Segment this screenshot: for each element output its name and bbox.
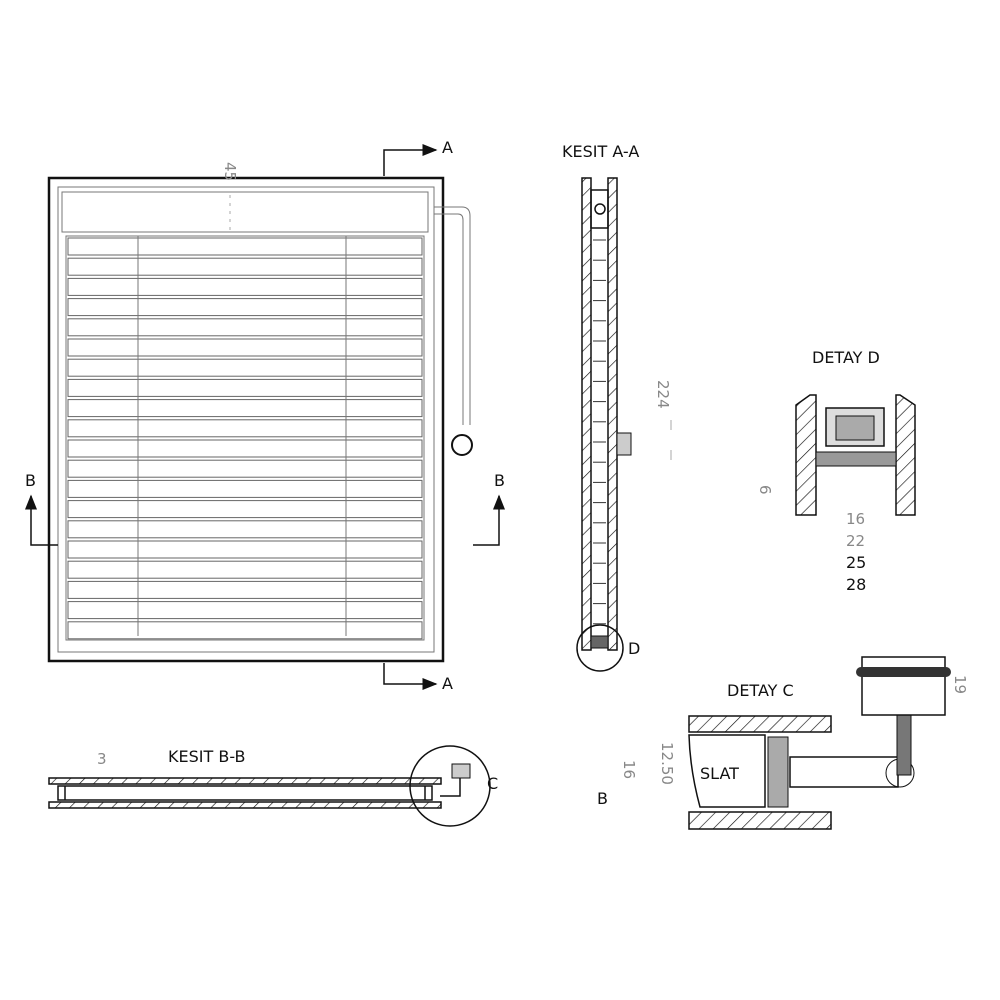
dim-c-outer: 16 [620,760,638,779]
slat [67,459,423,478]
dim-d-w1: 16 [846,510,865,528]
dim-header: 45 [221,162,239,181]
detail-c-b-label: B [597,789,608,808]
detail-d-marker: D [628,639,640,658]
slat [67,560,423,579]
slat [67,540,423,559]
slat [67,621,423,640]
slat [67,257,423,276]
dim-d-height: 6 [756,485,774,495]
slat [67,378,423,397]
slat-label: SLAT [700,764,739,783]
dim-d-w2: 22 [846,532,865,550]
section-b-label-right: B [494,471,505,490]
detail-c-marker: C [487,774,498,793]
front-view: 45 [47,162,473,663]
section-b-label-left: B [25,471,36,490]
slat [67,318,423,337]
slat [67,500,423,519]
dim-c-inner: 12.50 [658,742,676,785]
section-bb: KESIT B-B 3 C [48,745,498,827]
detail-c-title: DETAY C [727,681,794,700]
slat [67,338,423,357]
dim-c-knob: 19 [951,675,969,694]
slat [67,601,423,620]
slat [67,358,423,377]
section-aa: KESIT A-A D 224 [562,142,672,672]
slat [67,580,423,599]
slat [67,277,423,296]
section-arrows: A A B B [25,138,505,693]
slat [67,419,423,438]
detail-d-title: DETAY D [812,348,880,367]
slats [67,237,423,640]
section-aa-title: KESIT A-A [562,142,639,161]
slat [67,479,423,498]
section-bb-title: KESIT B-B [168,747,246,766]
slat [67,439,423,458]
dim-d-w3: 25 [846,553,866,572]
slat [67,399,423,418]
dim-d-w4: 28 [846,575,866,594]
slat [67,237,423,256]
section-a-label-bottom: A [442,674,453,693]
dim-section-height: 224 [654,380,672,409]
dim-bb-gap: 3 [97,750,107,768]
detail-c: DETAY C SLAT 16 12.50 19 B [597,656,969,830]
slat [67,520,423,539]
section-a-label-top: A [442,138,453,157]
detail-d: DETAY D 6 16 22 25 28 [756,348,916,594]
slat [67,298,423,317]
